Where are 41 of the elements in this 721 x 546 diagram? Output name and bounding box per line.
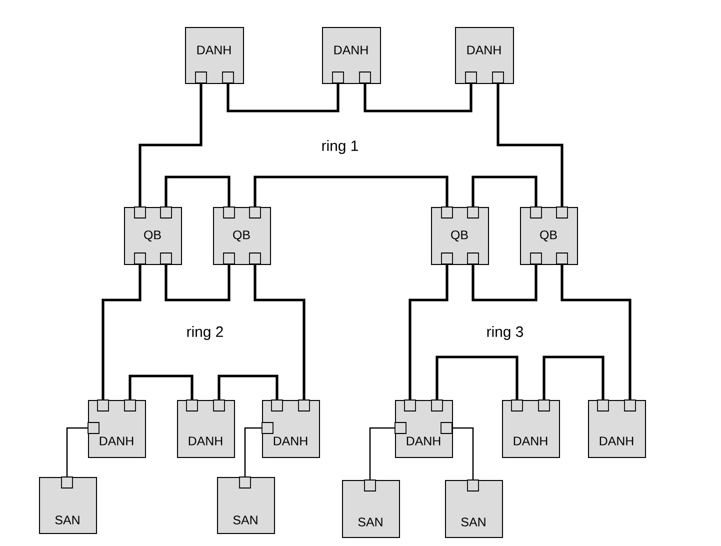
cable-line: [164, 264, 230, 302]
device-box: SAN: [445, 480, 503, 538]
device-box: DANH: [185, 27, 244, 84]
cable-line: [472, 264, 538, 302]
device-box: DANH: [322, 27, 381, 84]
ring-label: ring 2: [187, 326, 223, 340]
cable-line: [138, 83, 202, 207]
cable-line: [364, 83, 472, 112]
cable-line: [102, 264, 142, 400]
device-box: SAN: [39, 476, 97, 534]
cable-line: [254, 264, 306, 400]
ring-label: ring 1: [322, 140, 358, 154]
cable-line: [244, 427, 262, 477]
device-box: DANH: [455, 27, 514, 84]
cable-line: [436, 356, 518, 400]
device-box: DANH: [177, 400, 235, 458]
cable-line: [218, 374, 278, 400]
device-box: QB: [520, 206, 578, 265]
cable-line: [128, 374, 194, 400]
cable-line: [254, 176, 448, 207]
device-box: DANH: [588, 400, 646, 458]
cable-line: [164, 176, 230, 207]
device-box: DANH: [502, 400, 560, 458]
cable-line: [472, 176, 538, 207]
device-box: DANH: [394, 400, 453, 458]
cable-line: [369, 427, 395, 480]
cable-line: [66, 427, 88, 477]
cable-line: [542, 356, 604, 400]
cable-line: [452, 427, 474, 480]
cable-line: [560, 264, 632, 400]
cable-line: [496, 83, 564, 207]
device-box: SAN: [342, 480, 400, 538]
device-box: QB: [431, 206, 489, 265]
device-box: DANH: [88, 400, 146, 458]
device-box: QB: [124, 206, 182, 265]
cable-line: [408, 264, 448, 400]
ring-label: ring 3: [487, 326, 524, 340]
device-box: SAN: [217, 476, 275, 534]
cable-line: [226, 83, 340, 112]
device-box: QB: [213, 206, 271, 265]
device-box: DANH: [262, 400, 320, 458]
